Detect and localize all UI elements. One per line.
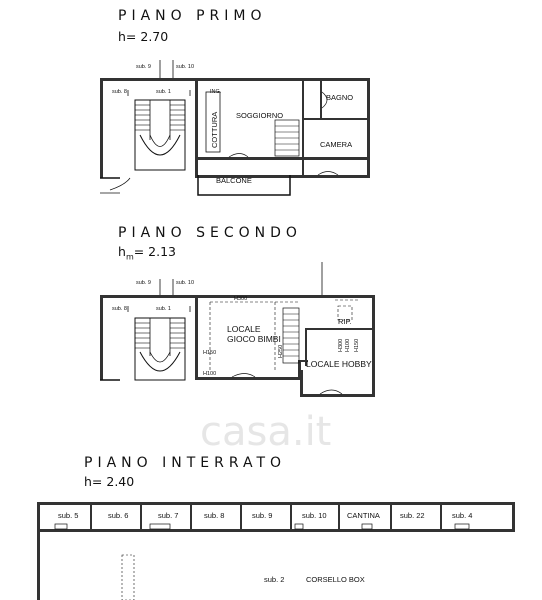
box-label: sub. 10: [302, 511, 327, 520]
piano-primo-height: h= 2.70: [118, 29, 169, 44]
label-gioco-bimbi: GIOCO BIMBI: [227, 334, 281, 344]
label-ing: ING.: [210, 89, 222, 95]
box-label-cantina: CANTINA: [347, 511, 380, 520]
height-prefix: h: [118, 244, 126, 259]
label-rip: RIP.: [338, 317, 352, 326]
label-h150b: H150: [354, 339, 360, 352]
height-value: = 2.13: [133, 244, 177, 259]
height-subscript: m: [125, 252, 134, 262]
label-sub8: sub. 8: [112, 306, 127, 312]
piano-secondo-title: PIANO SECONDO: [118, 225, 302, 241]
label-h300b: H300: [338, 339, 344, 352]
plan-piano-primo: [100, 60, 370, 196]
label-locale: LOCALE: [227, 324, 261, 334]
label-h150: H150: [203, 350, 216, 356]
piano-interrato-height: h= 2.40: [84, 474, 135, 489]
piano-interrato-title: PIANO INTERRATO: [84, 455, 287, 471]
box-label: sub. 7: [158, 511, 178, 520]
labels-piano-interrato: sub. 5 sub. 6 sub. 7 sub. 8 sub. 9 sub. …: [58, 511, 472, 584]
label-sub10: sub. 10: [176, 280, 194, 286]
labels-piano-secondo: sub. 9 sub. 10 sub. 8 sub. 1 LOCALE GIOC…: [112, 280, 372, 377]
box-label: sub. 22: [400, 511, 425, 520]
label-locale-hobby: LOCALE HOBBY: [306, 359, 372, 369]
label-bagno: BAGNO: [326, 93, 353, 102]
labels-piano-primo: sub. 9 sub. 10 sub. 8 sub. 1 ING. BAGNO …: [112, 64, 353, 185]
plan-piano-interrato: [37, 502, 515, 600]
piano-secondo-height: hm= 2.13: [118, 244, 176, 262]
label-h250: H250: [278, 345, 284, 358]
label-balcone: BALCONE: [216, 176, 252, 185]
label-sub8: sub. 8: [112, 89, 127, 95]
plan-piano-secondo: [100, 262, 375, 397]
label-sub1: sub. 1: [156, 306, 171, 312]
label-sub10: sub. 10: [176, 64, 194, 70]
label-camera: CAMERA: [320, 140, 352, 149]
label-h300: H300: [234, 296, 247, 302]
label-soggiorno: SOGGIORNO: [236, 111, 283, 120]
box-label: sub. 5: [58, 511, 78, 520]
label-sub2: sub. 2: [264, 575, 284, 584]
watermark-text: casa.it: [200, 409, 331, 455]
piano-primo-title: PIANO PRIMO: [118, 8, 267, 24]
box-label: sub. 9: [252, 511, 272, 520]
label-sub9: sub. 9: [136, 280, 151, 286]
label-corsello-box: CORSELLO BOX: [306, 575, 365, 584]
label-h100: H100: [203, 371, 216, 377]
label-sub1: sub. 1: [156, 89, 171, 95]
label-h100b: H100: [345, 339, 351, 352]
box-label: sub. 4: [452, 511, 472, 520]
box-label: sub. 8: [204, 511, 224, 520]
label-cottura: COTTURA: [210, 112, 219, 148]
label-sub9: sub. 9: [136, 64, 151, 70]
box-label: sub. 6: [108, 511, 128, 520]
